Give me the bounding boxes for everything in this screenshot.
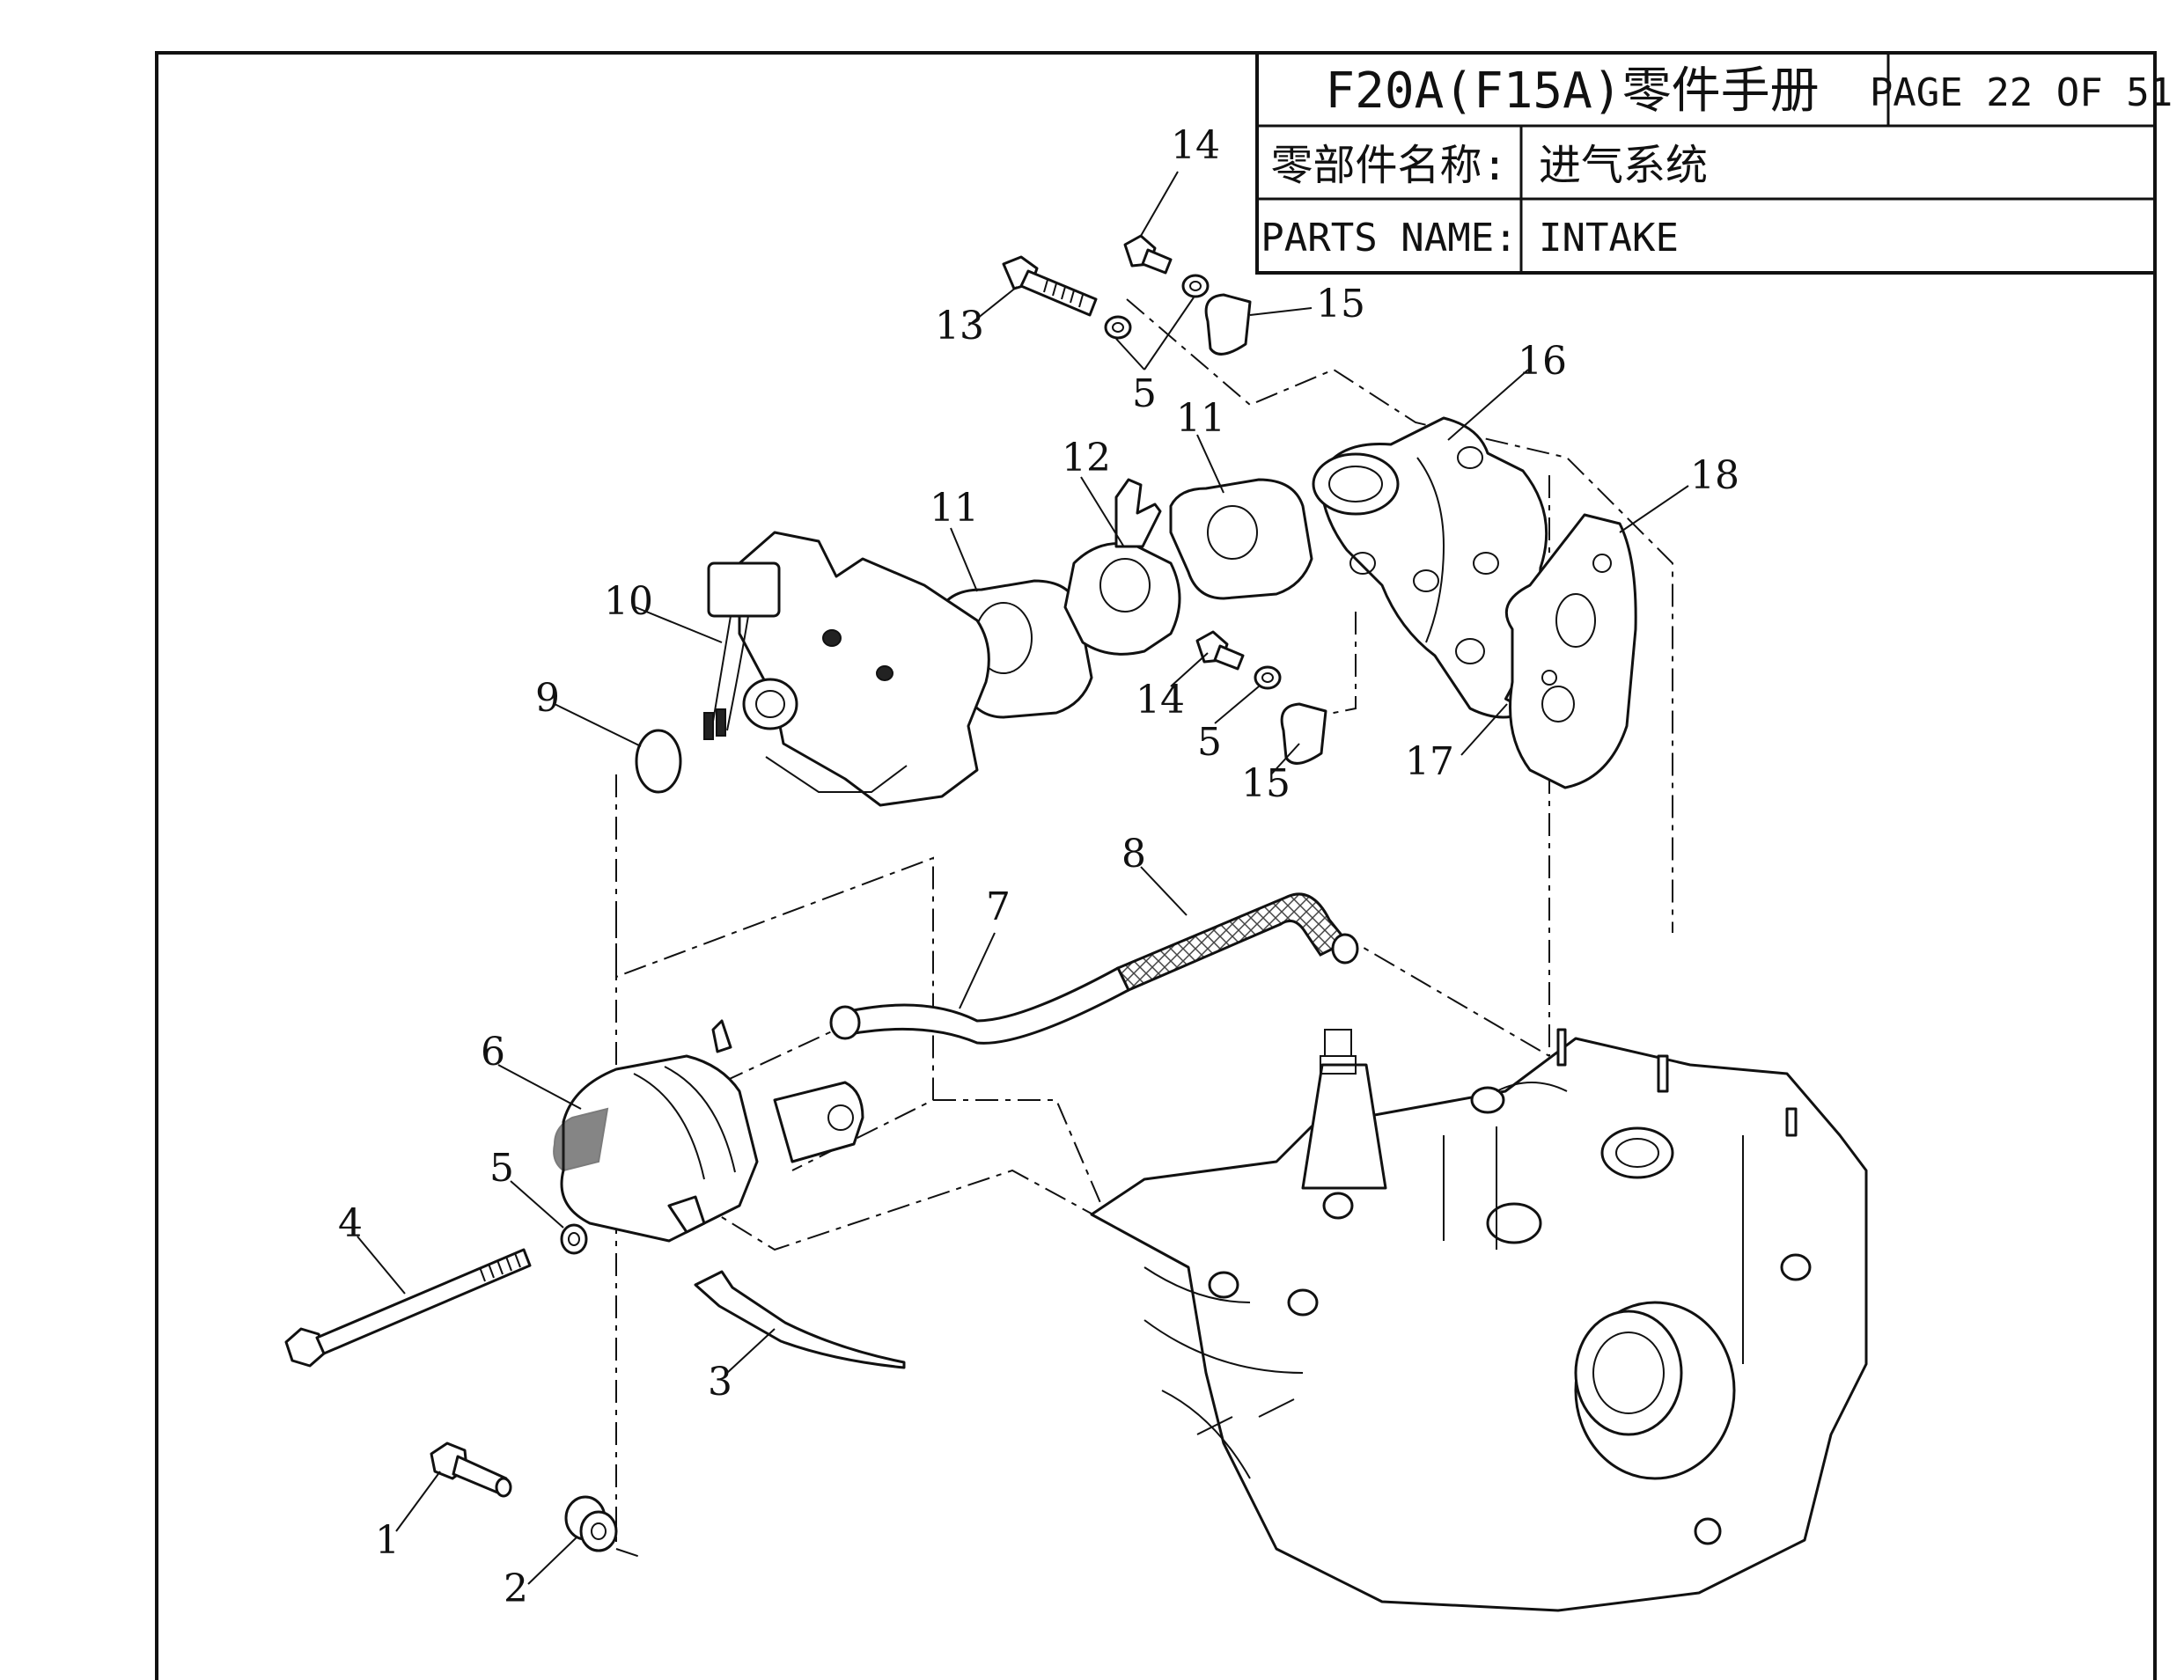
callout-1: 1	[375, 1518, 400, 1563]
part-7-fuel-hose	[843, 966, 1130, 1045]
page-number: PAGE 22 OF 51	[1870, 70, 2173, 115]
callout-6: 6	[481, 1030, 505, 1075]
part-5-washer-mid	[1254, 665, 1282, 690]
part-15-clamp-top	[1204, 293, 1252, 356]
callout-9: 9	[535, 676, 560, 721]
callout-7: 7	[986, 884, 1011, 929]
part-14-bolt-mid	[1195, 630, 1245, 671]
part-5-washer-a	[1104, 315, 1132, 340]
callout-17: 17	[1405, 739, 1454, 784]
part-4-long-bolt	[284, 1248, 532, 1368]
callout-12: 12	[1062, 436, 1111, 481]
part-3-cable-tie	[694, 1270, 906, 1369]
part-2-grommet	[564, 1495, 618, 1552]
callout-10: 10	[604, 579, 653, 624]
callout-14-top: 14	[1171, 123, 1220, 168]
parts-name-value-en: INTAKE	[1539, 216, 1679, 260]
callout-15-mid: 15	[1241, 761, 1291, 806]
parts-name-label-en: PARTS NAME:	[1261, 216, 1517, 260]
callout-16: 16	[1518, 339, 1567, 384]
callout-numbers: 14 13 15 5 16 11 12 11 18 10 9 14 5 15 1…	[338, 123, 1739, 1611]
callout-11-left: 11	[930, 486, 979, 531]
callout-3: 3	[708, 1360, 732, 1405]
part-1-bolt	[430, 1442, 512, 1498]
callout-11-right: 11	[1176, 396, 1225, 441]
part-10-carburetor	[703, 531, 990, 807]
part-16-intake-manifold	[1312, 416, 1548, 719]
part-6-intake-silencer	[553, 1019, 864, 1243]
callout-14-mid: 14	[1136, 678, 1185, 723]
callout-5-top: 5	[1132, 371, 1157, 416]
part-9-o-ring	[635, 729, 682, 794]
callout-4: 4	[338, 1201, 363, 1246]
page-frame	[155, 51, 2157, 1680]
part-11-gasket-right	[1169, 478, 1313, 600]
callout-18: 18	[1690, 453, 1739, 498]
part-13-bolt	[1002, 255, 1098, 317]
part-8-braided-hose	[1115, 892, 1349, 992]
callout-8: 8	[1121, 832, 1146, 877]
parts-name-value-cn: 进气系统	[1539, 141, 1708, 190]
callout-2: 2	[504, 1566, 528, 1611]
part-5-washer-low	[560, 1223, 588, 1255]
callout-leaders	[357, 171, 1689, 1585]
part-12-carb-adapter	[1063, 478, 1181, 656]
manual-title: F20A(F15A)零件手册	[1325, 62, 1819, 120]
part-15-clamp-mid	[1280, 702, 1327, 765]
title-block: F20A(F15A)零件手册 PAGE 22 OF 51 零部件名称: 进气系统…	[1255, 51, 2173, 275]
parts-name-label-cn: 零部件名称:	[1271, 141, 1508, 190]
callout-15-top: 15	[1316, 282, 1365, 326]
callout-13: 13	[935, 304, 984, 348]
part-18-gasket	[1504, 513, 1637, 789]
callout-5-low: 5	[489, 1146, 514, 1191]
callout-5-mid: 5	[1197, 720, 1222, 765]
engine-block	[1090, 1028, 1868, 1612]
part-5-washer-b	[1181, 274, 1210, 298]
part-14-bolt-top	[1123, 234, 1173, 275]
